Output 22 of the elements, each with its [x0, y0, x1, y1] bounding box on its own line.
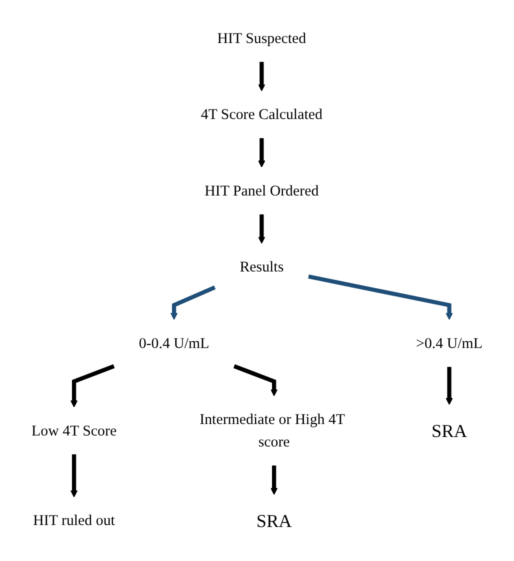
node-text: HIT Panel Ordered	[204, 182, 319, 198]
node-text: HIT ruled out	[33, 512, 115, 528]
node-text: Low 4T Score	[32, 422, 117, 438]
arrow	[258, 214, 266, 244]
arrow	[70, 454, 78, 498]
node-text: SRA	[432, 420, 468, 441]
node-text: 4T Score Calculated	[200, 106, 322, 122]
arrow	[70, 364, 115, 408]
arrow	[446, 366, 453, 405]
node-text: SRA	[256, 510, 292, 531]
arrow	[258, 62, 266, 92]
node-text: >0.4 U/mL	[416, 334, 482, 351]
arrow	[258, 138, 266, 168]
arrow	[170, 285, 216, 320]
node-text: 0-0.4 U/mL	[138, 334, 210, 351]
arrow	[308, 274, 453, 320]
flowchart: HIT Suspected 4T Score Calculated HIT Panel Ordered Results 0-0.4 U/mL >0.4 U/mL Low 4T Score Intermediate or High 4T score SRA HIT ruled out SRA	[0, 8, 514, 554]
node-text: Intermediate or High 4T score	[200, 410, 345, 450]
node-text: HIT Suspected	[217, 29, 306, 46]
arrow	[270, 465, 278, 495]
arrow	[233, 364, 278, 396]
node-text: Results	[240, 258, 284, 275]
